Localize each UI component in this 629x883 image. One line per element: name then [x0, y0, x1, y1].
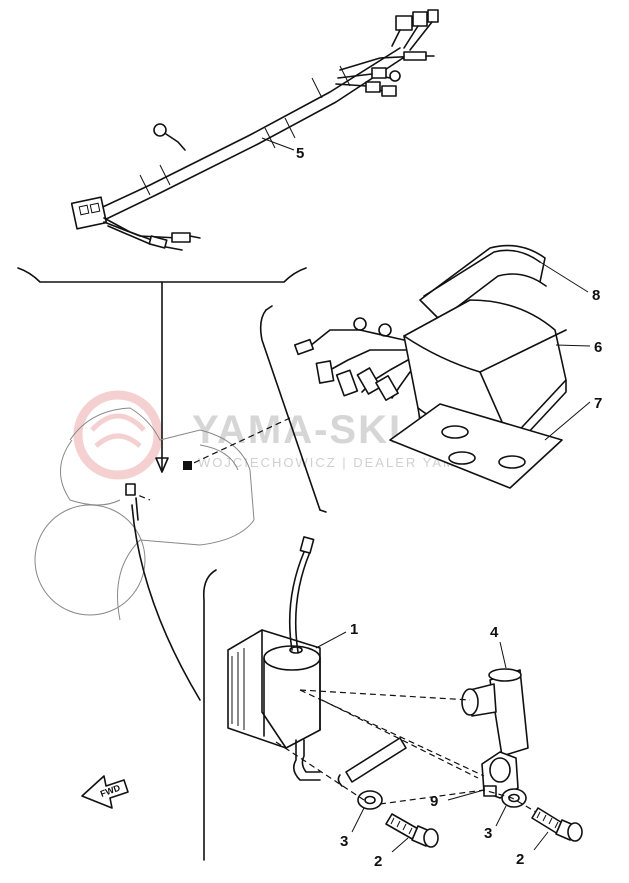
- cable-clamp: [447, 751, 519, 801]
- callout-2-left: 2: [374, 853, 382, 870]
- washer-left: [357, 790, 383, 810]
- callout-1: 1: [350, 621, 358, 638]
- callout-9: 9: [430, 793, 438, 810]
- rubber-strap: [419, 244, 547, 331]
- bolt-left: [385, 813, 439, 848]
- watermark-subtitle: WOJCIECHOWICZ | DEALER YAMAHA: [198, 455, 489, 470]
- callout-4: 4: [490, 624, 499, 641]
- callout-7: 7: [594, 395, 602, 412]
- callout-3-right: 3: [484, 825, 492, 842]
- callout-6: 6: [594, 339, 602, 356]
- grouping-bracket: [17, 267, 307, 283]
- mounting-plate: [389, 403, 563, 489]
- lead-tube: [337, 737, 407, 787]
- callout-2-right: 2: [516, 851, 524, 868]
- fwd-arrow-icon: FWD: [81, 775, 129, 809]
- callout-8: 8: [592, 287, 600, 304]
- connector-mark: [183, 461, 192, 470]
- washer-right: [501, 788, 527, 808]
- callout-3-left: 3: [340, 833, 348, 850]
- ignition-coil: [227, 536, 321, 781]
- plug-cap: [461, 641, 529, 757]
- watermark-logo: [73, 390, 163, 480]
- coil-mark: [125, 483, 136, 496]
- motorcycle-outline: [34, 407, 255, 621]
- callout-5: 5: [296, 145, 304, 162]
- bolt-right: [531, 807, 583, 842]
- wire-harness: [70, 9, 439, 251]
